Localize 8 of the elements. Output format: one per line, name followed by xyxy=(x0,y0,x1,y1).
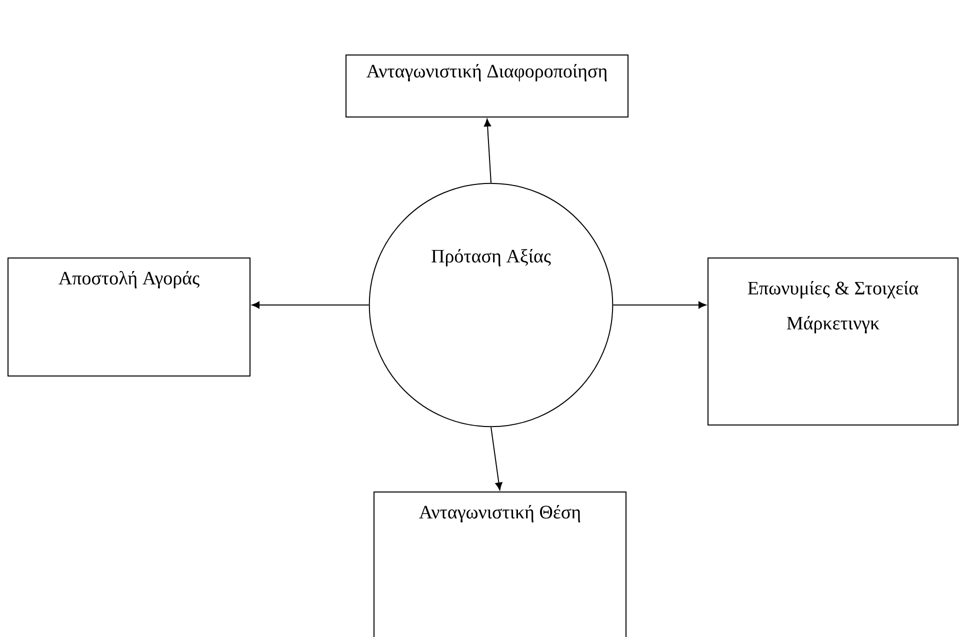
arrow xyxy=(484,118,492,184)
arrow xyxy=(612,301,706,309)
arrow xyxy=(252,301,370,309)
text-box: Ανταγωνιστική Διαφοροποίηση xyxy=(346,54,628,118)
text-box: Ανταγωνιστική Θέση xyxy=(374,491,626,637)
arrow xyxy=(490,426,502,490)
text-box: Επωνυμίες & Στοιχεία Μάρκετινγκ xyxy=(708,258,958,426)
text-box: Αποστολή Αγοράς xyxy=(8,258,250,376)
